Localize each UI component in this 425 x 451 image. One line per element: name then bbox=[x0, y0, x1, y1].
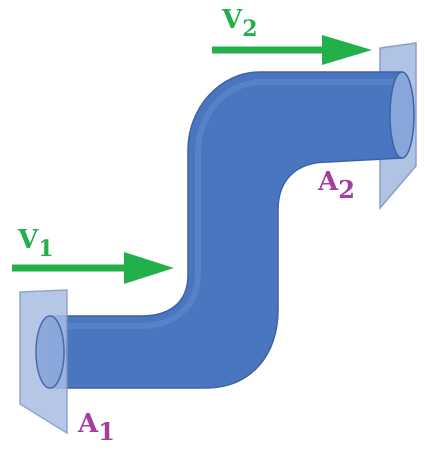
outlet-opening bbox=[389, 71, 415, 159]
area-label-1: A1 bbox=[77, 409, 115, 446]
velocity-label-1: V1 bbox=[17, 225, 54, 262]
velocity-label-2: V2 bbox=[221, 5, 258, 42]
inlet-opening bbox=[35, 315, 65, 389]
area-label-2-main: A bbox=[317, 167, 339, 197]
area-label-2-sub: 2 bbox=[338, 175, 355, 204]
area-label-1-sub: 1 bbox=[98, 417, 115, 446]
velocity-label-2-sub: 2 bbox=[242, 16, 257, 42]
velocity-arrow-2 bbox=[212, 35, 372, 65]
area-label-2: A2 bbox=[317, 167, 355, 204]
velocity-label-1-main: V bbox=[17, 225, 39, 255]
area-label-1-main: A bbox=[77, 409, 99, 439]
velocity-label-2-main: V bbox=[221, 5, 243, 35]
s-shaped-pipe bbox=[49, 71, 403, 389]
velocity-label-1-sub: 1 bbox=[38, 236, 53, 262]
velocity-arrow-1 bbox=[12, 252, 174, 284]
pipe-outline bbox=[49, 71, 403, 389]
pipe-highlight bbox=[57, 79, 398, 329]
